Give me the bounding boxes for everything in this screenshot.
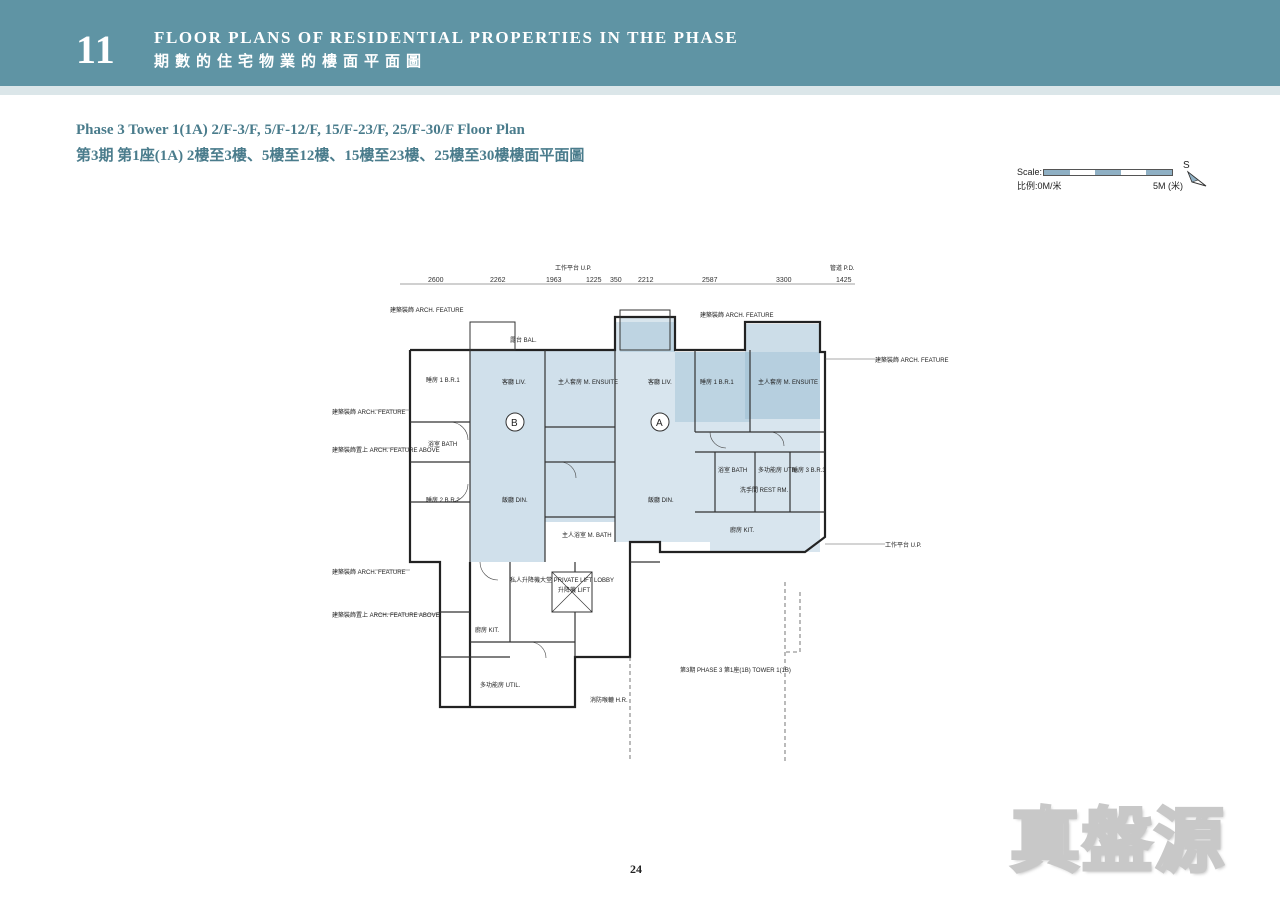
header-band [0, 0, 1280, 86]
unit-label-a: A [656, 418, 663, 429]
room-label: 客廳 LIV. [502, 378, 526, 386]
annotation-label: 建築裝飾置上 ARCH. FEATURE ABOVE [332, 446, 440, 454]
flat-b-area [470, 350, 615, 562]
room-label: 露台 BAL. [510, 336, 537, 344]
scale-label: Scale: [1017, 167, 1043, 177]
room-label: 洗手間 REST RM. [740, 486, 789, 494]
plan-title-zh: 第3期 第1座(1A) 2樓至3樓、5樓至12樓、15樓至23樓、25樓至30樓… [76, 148, 585, 164]
scale-bar-legend: Scale: 比例:0M/米 5M (米) [1017, 160, 1217, 194]
unit-label-b: B [511, 418, 518, 429]
annotation-label: 建築裝飾 ARCH. FEATURE [700, 311, 774, 319]
floor-plan: 2600 2262 1963 1225 350 2212 2587 3300 1… [330, 262, 955, 762]
annotation-label: 建築裝飾置上 ARCH. FEATURE ABOVE [332, 611, 440, 619]
room-label: 廚房 KIT. [475, 626, 499, 634]
dim-label: 1225 [586, 277, 602, 284]
unit-markers: B A [505, 412, 670, 432]
room-label: 睡房 1 B.R.1 [700, 378, 734, 386]
dim-label: 3300 [776, 277, 792, 284]
annotation-label: 管道 P.D. [830, 264, 855, 272]
room-label: 浴室 BATH [718, 466, 747, 474]
room-label: 客廳 LIV. [648, 378, 672, 386]
inner-walls [410, 350, 825, 658]
annotation-label: 建築裝飾 ARCH. FEATURE [332, 568, 406, 576]
room-label: 睡房 3 B.R.3 [792, 466, 826, 474]
scale-bar [1043, 169, 1173, 176]
room-label: 多功能房 UTIL. [480, 681, 521, 689]
dim-label: 2262 [490, 277, 506, 284]
page-number: 24 [630, 862, 642, 876]
room-label: 飯廳 DIN. [502, 496, 528, 504]
north-arrow-icon: S [1183, 160, 1207, 187]
room-label: 主人套房 M. ENSUITE [558, 378, 618, 386]
watermark-logo: 真盤源 [1009, 799, 1226, 884]
scale-label-zh: 比例:0M/米 [1017, 181, 1062, 191]
annotation-label: 建築裝飾 ARCH. FEATURE [332, 408, 406, 416]
balcony-b [469, 321, 516, 351]
neighbouring-tower-outline [629, 582, 801, 762]
chapter-number: 11 [76, 27, 116, 72]
annotation-label: 建築裝飾 ARCH. FEATURE [875, 356, 949, 364]
dim-label: 1963 [546, 277, 562, 284]
balcony-a [619, 309, 671, 351]
plan-title-en: Phase 3 Tower 1(1A) 2/F-3/F, 5/F-12/F, 1… [76, 122, 525, 138]
room-label: 浴室 BATH [428, 440, 457, 448]
room-label: 主人浴室 M. BATH [562, 531, 612, 539]
floor-plan-drawing: 2600 2262 1963 1225 350 2212 2587 3300 1… [332, 264, 949, 762]
dim-label: 1425 [836, 277, 852, 284]
dim-label: 2212 [638, 277, 654, 284]
room-label: 多功能房 UTIL. [758, 466, 799, 474]
flat-a-area [615, 322, 820, 552]
annotation-label: 工作平台 U.P. [555, 264, 592, 272]
dim-label: 350 [610, 277, 622, 284]
room-label: 第3期 PHASE 3 第1座(1B) TOWER 1(1B) [680, 666, 791, 674]
room-label: 睡房 1 B.R.1 [426, 376, 460, 384]
room-label: 飯廳 DIN. [648, 496, 674, 504]
room-label: 睡房 2 B.R.2 [426, 496, 460, 504]
room-label: 私人升降機大堂 PRIVATE LIFT LOBBY [510, 576, 614, 584]
room-label: 主人套房 M. ENSUITE [758, 378, 818, 386]
outer-walls [408, 315, 827, 709]
leader-lines [375, 358, 885, 615]
door-swings [449, 421, 785, 659]
dim-label: 2587 [702, 277, 718, 284]
section-title-en: FLOOR PLANS OF RESIDENTIAL PROPERTIES IN… [154, 28, 739, 47]
annotation-label: 建築裝飾 ARCH. FEATURE [390, 306, 464, 314]
dim-label: 2600 [428, 277, 444, 284]
scale-end-label: 5M (米) [1153, 181, 1183, 191]
room-label: 廚房 KIT. [730, 526, 754, 534]
header-stripe [0, 86, 1280, 95]
room-label: 升降機 LIFT [558, 586, 590, 594]
section-title-zh: 期數的住宅物業的樓面平面圖 [154, 54, 428, 70]
annotation-label: 消防喉轆 H.R. [590, 696, 628, 704]
annotation-label: 工作平台 U.P. [885, 541, 922, 549]
top-dimensions: 2600 2262 1963 1225 350 2212 2587 3300 1… [428, 277, 852, 284]
north-arrow-label: S [1183, 160, 1190, 171]
